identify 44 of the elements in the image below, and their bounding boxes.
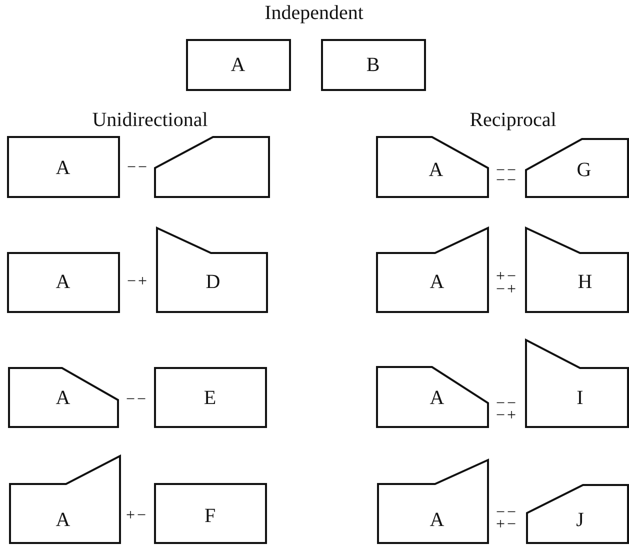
group-heading: Reciprocal (470, 110, 556, 130)
sign-label: +− (496, 269, 518, 285)
node-label: E (204, 387, 216, 409)
module-shape (377, 228, 488, 312)
node-label: I (576, 387, 584, 409)
module-shape (10, 456, 120, 543)
node-label: B (366, 54, 380, 76)
module-shape (157, 228, 267, 312)
node-label: A (56, 157, 70, 179)
node-label: A (430, 271, 444, 293)
sign-label: −− (126, 392, 148, 408)
node-label: A (430, 387, 444, 409)
module-shape (187, 40, 290, 90)
module-shape (155, 484, 266, 543)
module-shape (378, 460, 488, 543)
node-label: G (576, 159, 592, 181)
module-shape (377, 137, 488, 197)
module-shape (8, 137, 119, 197)
node-label: H (578, 271, 592, 293)
sign-label: −+ (496, 282, 518, 298)
diagram-title: Independent (264, 3, 364, 23)
module-shape (9, 368, 118, 427)
node-label: A (230, 54, 246, 76)
module-shape (526, 228, 628, 312)
module-shape (322, 40, 425, 90)
sign-label: −+ (126, 274, 150, 290)
node-label: A (428, 159, 444, 181)
module-shape (526, 340, 628, 427)
module-shape (526, 139, 628, 197)
module-shape (377, 367, 488, 427)
sign-label: +− (126, 508, 148, 524)
node-label: A (430, 509, 444, 531)
node-label: D (206, 271, 220, 293)
node-label: A (56, 271, 70, 293)
node-label: F (204, 505, 216, 527)
module-shape (155, 368, 266, 427)
node-label: A (56, 387, 70, 409)
sign-label: −− (126, 160, 150, 176)
module-shape (8, 253, 119, 312)
group-heading: Unidirectional (92, 110, 208, 130)
module-shape (527, 485, 628, 543)
empty-shape (155, 137, 269, 197)
node-label: A (56, 509, 70, 531)
node-label: J (576, 509, 584, 531)
